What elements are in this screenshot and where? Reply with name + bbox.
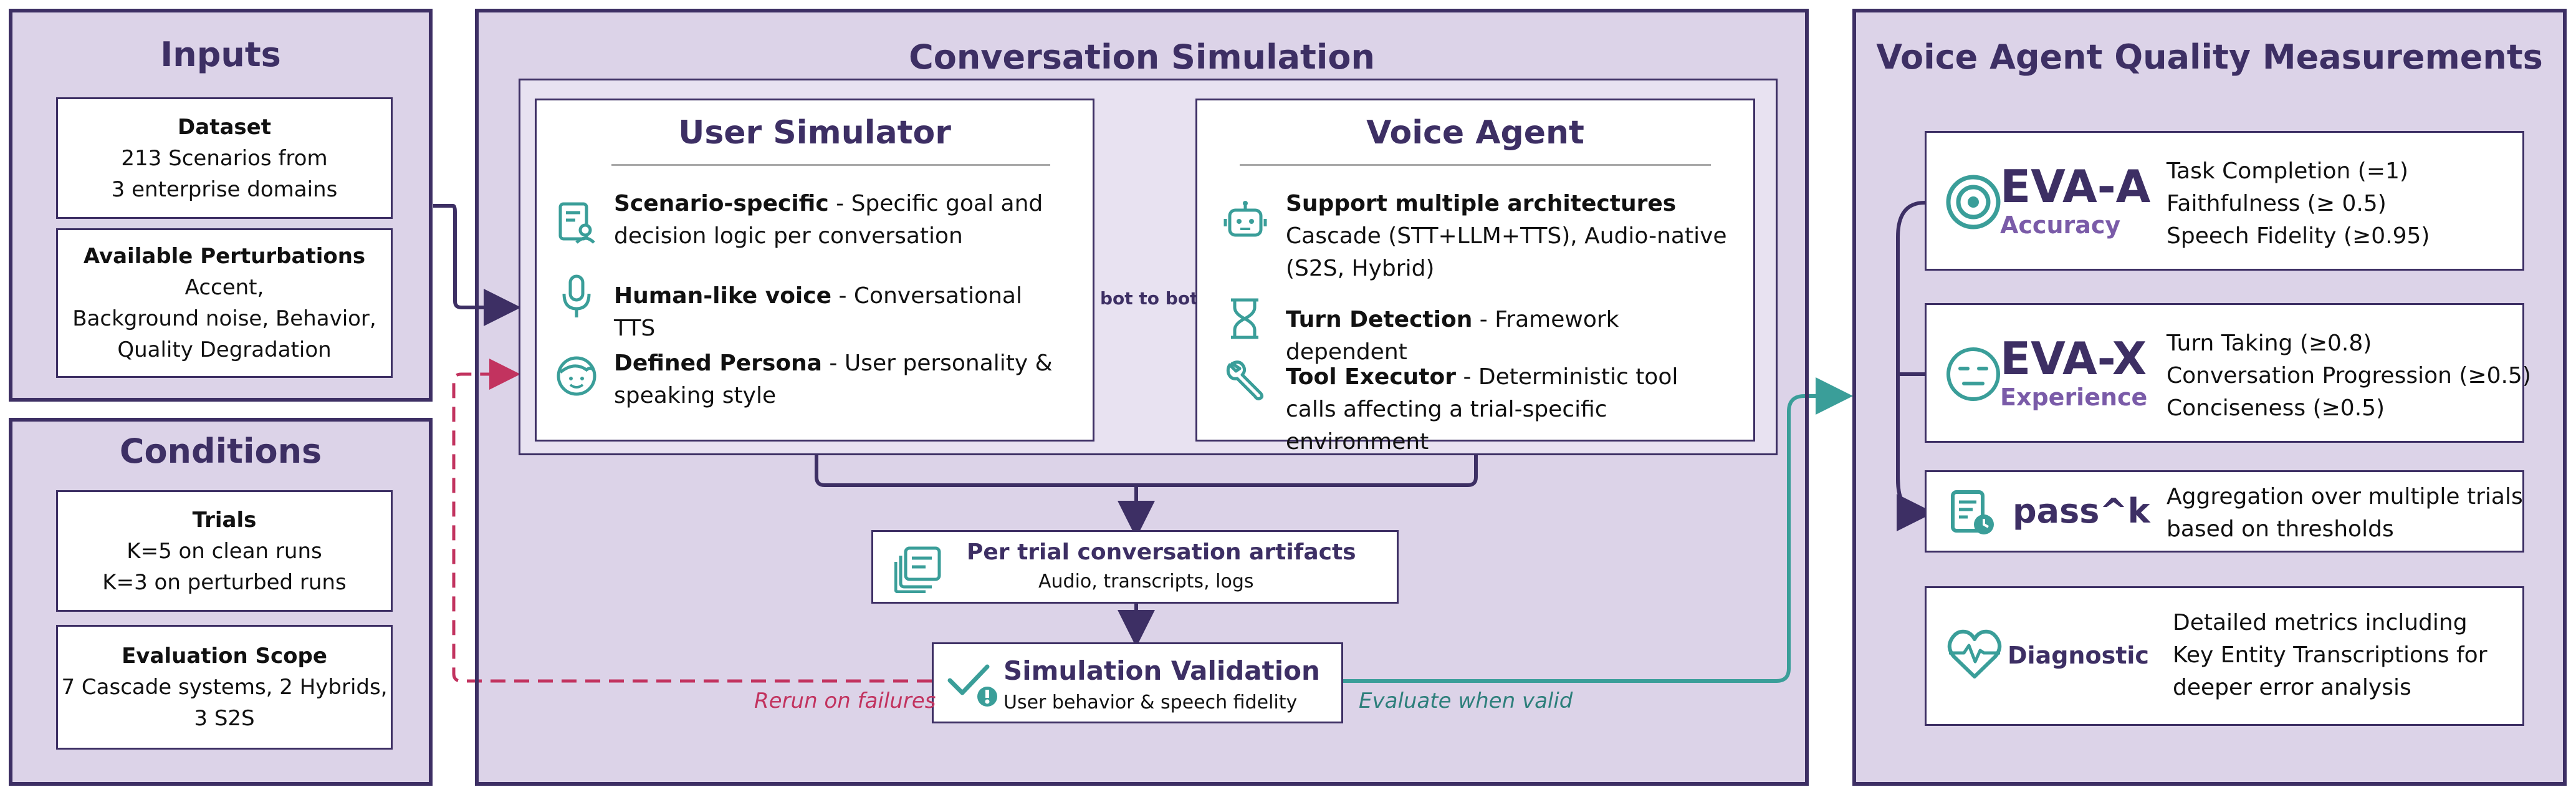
- trials-line-2: K=3 on perturbed runs: [102, 569, 347, 595]
- passk-name: pass^k: [2013, 491, 2150, 531]
- dataset-line-1: 213 Scenarios from: [121, 145, 328, 171]
- perturbations-box: Available Perturbations Accent, Backgrou…: [56, 228, 393, 378]
- diagnostic-desc-1: Detailed metrics including: [2173, 610, 2468, 635]
- scenario-document-icon: [558, 202, 595, 244]
- eva-a-sub: Accuracy: [2000, 211, 2121, 239]
- user-feature-2-text: - Conversational TTS: [614, 283, 1022, 341]
- eva-x-metric-1: Turn Taking (≥0.8): [2167, 331, 2372, 356]
- user-feature-2-bold: Human-like voice: [614, 283, 832, 309]
- merge-line: [815, 440, 1478, 487]
- artifacts-box: Per trial conversation artifacts Audio, …: [871, 530, 1399, 604]
- passk-desc-1: Aggregation over multiple trials: [2167, 484, 2523, 509]
- eva-a-metric-3: Speech Fidelity (≥0.95): [2167, 223, 2430, 249]
- eva-a-metric-2: Faithfulness (≥ 0.5): [2167, 191, 2387, 216]
- user-simulator-title: User Simulator: [678, 114, 951, 152]
- user-feature-3-text: - User personality & speaking style: [614, 350, 1053, 408]
- dataset-line-2: 3 enterprise domains: [111, 176, 338, 202]
- agent-feature-3-bold: Tool Executor: [1286, 364, 1457, 390]
- evaluate-arrow: [1341, 377, 1853, 683]
- inputs-title: Inputs: [160, 35, 281, 74]
- eva-x-box: EVA-X Experience Turn Taking (≥0.8) Conv…: [1925, 303, 2531, 443]
- validation-subtitle: User behavior & speech fidelity: [1003, 692, 1298, 713]
- scope-line-1: 7 Cascade systems, 2 Hybrids,: [61, 675, 388, 700]
- scope-box: Evaluation Scope 7 Cascade systems, 2 Hy…: [56, 625, 393, 750]
- simulation-title: Conversation Simulation: [909, 37, 1375, 77]
- artifacts-subtitle: Audio, transcripts, logs: [1038, 571, 1254, 592]
- perturbations-line-2: Background noise, Behavior,: [72, 306, 376, 331]
- eva-x-sub: Experience: [2000, 384, 2148, 411]
- passk-desc-2: based on thresholds: [2167, 516, 2394, 542]
- user-feature-3-bold: Defined Persona: [614, 350, 822, 376]
- neutral-face-icon: [1946, 347, 2000, 401]
- robot-icon: [1223, 201, 1267, 237]
- user-simulator-box: User Simulator Scenario-specific - Speci…: [535, 99, 1094, 442]
- dataset-heading: Dataset: [178, 114, 271, 140]
- user-feature-1: Scenario-specific - Specific goal and de…: [614, 188, 1069, 253]
- perturbations-line-1: Accent,: [184, 275, 264, 300]
- user-feature-1-bold: Scenario-specific: [614, 191, 829, 216]
- agent-feature-3-text: - Deterministic tool calls affecting a t…: [1286, 364, 1678, 455]
- wrench-icon: [1226, 360, 1264, 400]
- rerun-label: Rerun on failures: [754, 688, 936, 713]
- user-feature-3: Defined Persona - User personality & spe…: [614, 347, 1069, 412]
- target-icon: [1946, 175, 2001, 229]
- agent-feature-1-text: Cascade (STT+LLM+TTS), Audio-native (S2S…: [1286, 223, 1727, 281]
- agent-feature-2-text: - Framework dependent: [1286, 307, 1619, 365]
- conditions-panel: Conditions Trials K=5 on clean runs K=3 …: [9, 418, 433, 786]
- microphone-icon: [562, 274, 591, 317]
- agent-feature-1: Support multiple architectures Cascade (…: [1286, 188, 1735, 285]
- report-clock-icon: [1951, 490, 1994, 534]
- agent-feature-3: Tool Executor - Deterministic tool calls…: [1286, 361, 1735, 458]
- heartbeat-icon: [1947, 629, 2002, 679]
- hourglass-icon: [1231, 298, 1258, 339]
- eva-x-metric-2: Conversation Progression (≥0.5): [2167, 363, 2531, 389]
- agent-feature-2: Turn Detection - Framework dependent: [1286, 304, 1735, 369]
- simulation-panel: Conversation Simulation: [475, 9, 1809, 786]
- artifacts-stack-icon: [894, 546, 941, 593]
- inputs-arrow: [433, 204, 521, 326]
- agent-feature-1-bold: Support multiple architectures: [1286, 191, 1677, 216]
- passk-box: pass^k Aggregation over multiple trials …: [1925, 470, 2524, 553]
- user-feature-2: Human-like voice - Conversational TTS: [614, 280, 1069, 345]
- voice-agent-title: Voice Agent: [1366, 114, 1584, 152]
- conditions-title: Conditions: [119, 432, 322, 471]
- rerun-arrow: [452, 359, 932, 683]
- voice-agent-rule: [1240, 164, 1711, 166]
- eva-a-name: EVA-A: [2000, 160, 2151, 213]
- agent-feature-2-bold: Turn Detection: [1286, 307, 1473, 332]
- scope-heading: Evaluation Scope: [122, 644, 327, 669]
- inputs-panel: Inputs Dataset 213 Scenarios from 3 ente…: [9, 9, 433, 402]
- measurements-title: Voice Agent Quality Measurements: [1876, 37, 2543, 77]
- to-passk-arrow: [1896, 473, 1934, 531]
- perturbations-heading: Available Perturbations: [83, 244, 366, 269]
- validation-title: Simulation Validation: [1003, 655, 1320, 686]
- trials-heading: Trials: [192, 507, 257, 533]
- trials-line-1: K=5 on clean runs: [127, 538, 322, 564]
- diagnostic-desc-2: Key Entity Transcriptions for: [2173, 642, 2487, 668]
- perturbations-line-3: Quality Degradation: [117, 337, 332, 362]
- validation-check-icon: [947, 664, 997, 707]
- evaluate-label: Evaluate when valid: [1359, 688, 1573, 713]
- user-simulator-rule: [611, 164, 1050, 166]
- persona-face-icon: [557, 356, 596, 396]
- eva-a-metric-1: Task Completion (=1): [2167, 158, 2408, 184]
- eva-x-metric-3: Conciseness (≥0.5): [2167, 395, 2385, 421]
- eva-x-name: EVA-X: [2000, 332, 2147, 385]
- scope-line-2: 3 S2S: [194, 706, 255, 731]
- validation-box: Simulation Validation User behavior & sp…: [932, 642, 1343, 723]
- voice-agent-box: Voice Agent Support multiple architectur…: [1195, 99, 1755, 455]
- artifacts-title: Per trial conversation artifacts: [967, 539, 1356, 565]
- user-feature-1-text: - Specific goal and decision logic per c…: [614, 191, 1043, 249]
- diagnostic-desc-3: deeper error analysis: [2173, 675, 2411, 700]
- eva-a-box: EVA-A Accuracy Task Completion (=1) Fait…: [1925, 131, 2524, 271]
- dataset-box: Dataset 213 Scenarios from 3 enterprise …: [56, 97, 393, 219]
- bot-to-bot-label: bot to bot: [1100, 288, 1199, 309]
- diagnostic-name: Diagnostic: [2008, 642, 2149, 669]
- trials-box: Trials K=5 on clean runs K=3 on perturbe…: [56, 490, 393, 612]
- measurements-panel: Voice Agent Quality Measurements: [1852, 9, 2567, 786]
- diagnostic-box: Diagnostic Detailed metrics including Ke…: [1925, 586, 2524, 726]
